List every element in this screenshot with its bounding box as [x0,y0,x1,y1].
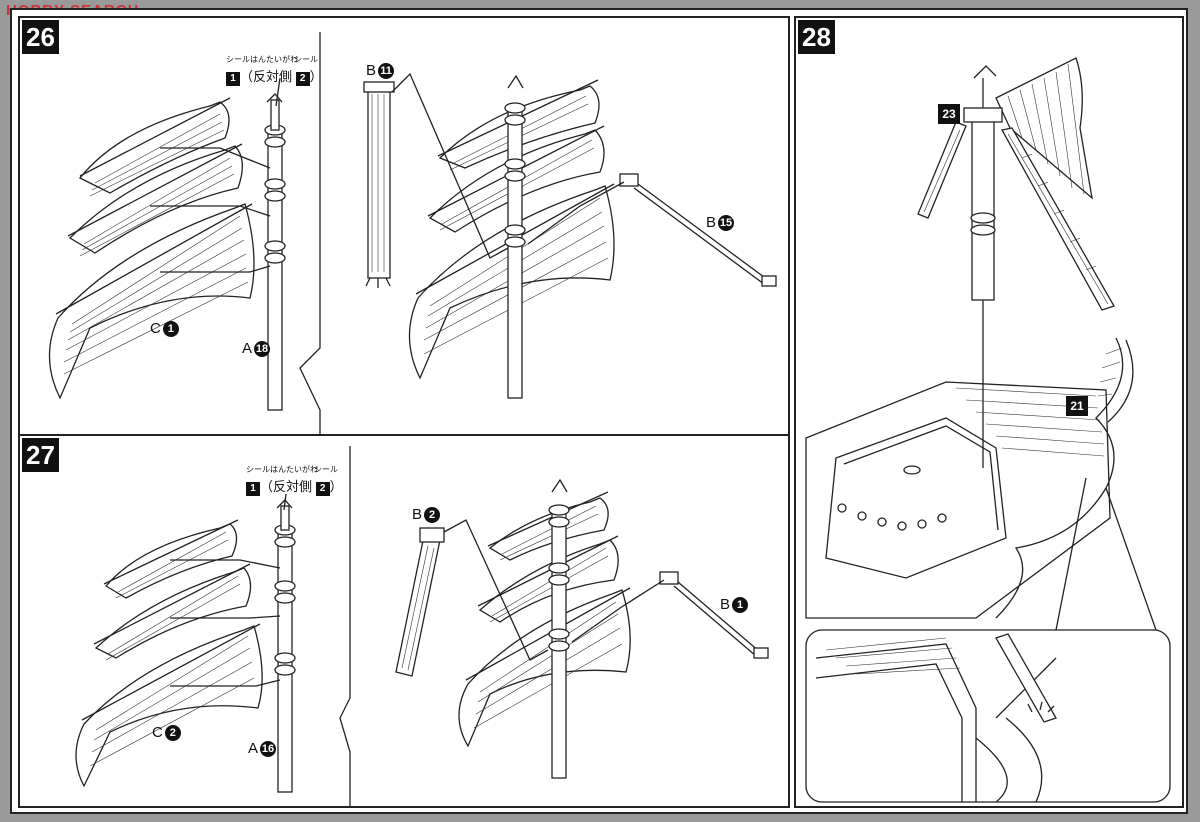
sticker-1-badge: 1 [246,482,260,496]
step-27-illustration [75,446,769,806]
sticker-2-badge: 2 [315,482,330,496]
step-28-number: 28 [798,20,835,54]
sticker-note-close: ） [309,69,323,84]
sticker-ruby-left: シール [246,465,270,474]
sticker-note-text: （反対側 [240,69,293,84]
step-28-detail-inset [805,629,1171,803]
step-28-ship-deck [805,337,1157,631]
step-26-panel: 26 [18,16,790,436]
sticker-ruby-right: シール [314,465,338,474]
step-27-sails-left [75,519,263,788]
step-26-illustration [48,32,777,434]
step-26-sails-left [48,97,255,400]
step-27-sticker-note: 1（反対側 2） シール はんたいがわ シール [246,465,343,496]
step-27-mast-right [395,478,769,779]
sticker-ruby-left: シール [226,55,250,64]
step-26-mast-right [363,72,777,399]
sticker-2-badge: 2 [295,72,310,86]
step-27-mast-left [274,499,296,793]
part-label-23: 23 [938,104,960,124]
sticker-ruby-text: はんたいがわ [250,55,298,64]
sticker-ruby-text: はんたいがわ [270,465,318,474]
step-27-number: 27 [22,438,59,472]
step-26-mast-left [264,93,286,411]
sticker-note-text: （反対側 [260,479,313,494]
manual-page: 26 [10,8,1188,814]
step-26-number: 26 [22,20,59,54]
step-26-sticker-note: 1（反対側 2） シール はんたいがわ シール [226,55,323,86]
sticker-note-close: ） [329,479,343,494]
step-28-illustration [805,57,1171,803]
sticker-1-badge: 1 [226,72,240,86]
part-label-21: 21 [1066,396,1088,416]
step-28-panel: 28 [794,16,1184,808]
sticker-ruby-right: シール [294,55,318,64]
step-28-mast [917,57,1115,468]
step-27-panel: 27 [18,434,790,808]
